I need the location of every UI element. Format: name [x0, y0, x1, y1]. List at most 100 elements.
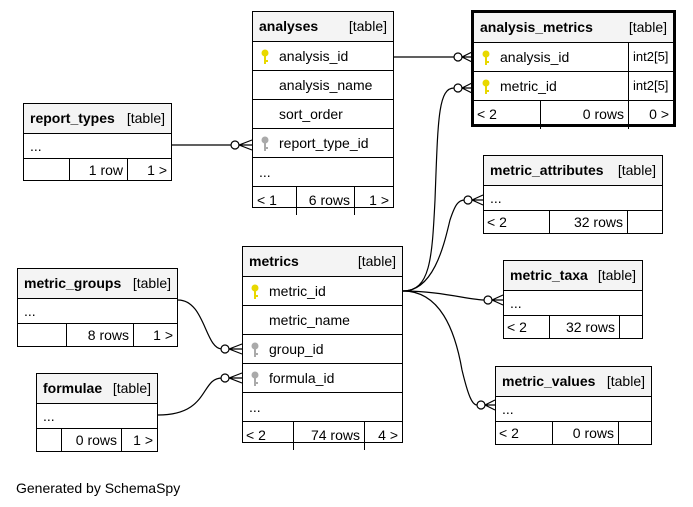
table-name: analysis_metrics — [480, 19, 593, 35]
table-analyses[interactable]: analyses [table] analysis_id analysis_na… — [252, 11, 394, 215]
table-footer: 8 rows 1 > — [18, 324, 177, 346]
table-formulae[interactable]: formulae [table] ... 0 rows 1 > — [36, 373, 158, 452]
edge-metrics-metric-taxa — [402, 290, 486, 301]
table-name: metric_groups — [24, 275, 122, 291]
more-columns: ... — [249, 399, 261, 415]
table-tag: [table] — [348, 18, 387, 34]
parents-count[interactable]: < 2 — [477, 106, 497, 122]
more-columns: ... — [43, 408, 55, 424]
table-name: formulae — [43, 380, 103, 396]
column-row[interactable]: analysis_id — [253, 42, 393, 71]
parents-count[interactable]: < 2 — [246, 427, 266, 443]
parents-count[interactable] — [24, 159, 69, 181]
table-footer: < 2 32 rows — [504, 316, 642, 338]
column-row[interactable]: analysis_name — [253, 71, 393, 100]
table-metric-values[interactable]: metric_values [table] ... < 2 0 rows — [495, 366, 652, 445]
foreign-key-icon — [261, 136, 269, 151]
table-metric-taxa[interactable]: metric_taxa [table] ... < 2 32 rows — [503, 260, 643, 339]
column-row[interactable]: metric_id int2[5] — [474, 72, 673, 101]
column-row: ... — [243, 393, 402, 422]
parents-count[interactable] — [37, 429, 61, 451]
edge-metrics-metric-attributes — [402, 199, 466, 292]
edge-metrics-metric-values — [402, 290, 478, 406]
more-columns: ... — [502, 401, 514, 417]
table-analysis-metrics[interactable]: analysis_metrics [table] analysis_id int… — [471, 10, 676, 129]
table-tag: [table] — [628, 19, 667, 35]
table-name: metric_attributes — [490, 162, 604, 178]
column-row[interactable]: group_id — [243, 335, 402, 364]
table-name: metrics — [249, 253, 299, 269]
column-row: ... — [504, 291, 642, 316]
table-footer: < 2 74 rows 4 > — [243, 422, 402, 450]
table-name: report_types — [30, 110, 115, 126]
edge-metric-groups-metrics — [177, 299, 223, 350]
column-row[interactable]: sort_order — [253, 100, 393, 129]
row-count: 0 rows — [552, 422, 618, 444]
column-row[interactable]: report_type_id — [253, 129, 393, 158]
children-count[interactable]: 1 > — [121, 429, 157, 451]
column-name: metric_id — [500, 78, 557, 94]
children-count[interactable]: 0 > — [628, 101, 673, 129]
children-count[interactable] — [619, 316, 642, 338]
column-row: ... — [24, 134, 171, 159]
table-header: formulae [table] — [37, 374, 157, 404]
parents-count[interactable]: < 2 — [507, 319, 527, 335]
more-columns: ... — [259, 164, 271, 180]
more-columns: ... — [490, 190, 502, 206]
table-footer: < 2 0 rows — [496, 422, 651, 444]
children-count[interactable] — [627, 211, 662, 233]
table-report-types[interactable]: report_types [table] ... 1 row 1 > — [23, 103, 172, 181]
table-metric-groups[interactable]: metric_groups [table] ... 8 rows 1 > — [17, 268, 178, 347]
column-row: ... — [37, 404, 157, 429]
row-count: 0 rows — [540, 101, 628, 129]
children-count[interactable]: 1 > — [354, 187, 393, 215]
table-tag: [table] — [357, 253, 396, 269]
table-tag: [table] — [606, 373, 645, 389]
more-columns: ... — [24, 303, 36, 319]
more-columns: ... — [510, 295, 522, 311]
row-count: 74 rows — [293, 422, 364, 450]
table-metric-attributes[interactable]: metric_attributes [table] ... < 2 32 row… — [483, 155, 663, 234]
table-tag: [table] — [597, 267, 636, 283]
parents-count[interactable]: < 2 — [487, 214, 507, 230]
parents-count[interactable]: < 1 — [257, 192, 277, 208]
row-count: 32 rows — [549, 316, 619, 338]
generator-credit: Generated by SchemaSpy — [16, 480, 181, 496]
foreign-key-icon — [251, 371, 259, 386]
children-count[interactable] — [618, 422, 651, 444]
table-header: metric_groups [table] — [18, 269, 177, 299]
primary-key-icon — [482, 50, 490, 65]
table-header: metrics [table] — [243, 247, 402, 277]
column-type: int2[5] — [628, 72, 673, 100]
column-name: analysis_id — [279, 48, 349, 64]
edge-metrics-analysis-metrics — [402, 87, 455, 292]
table-footer: < 2 32 rows — [484, 211, 662, 233]
row-count: 8 rows — [66, 324, 133, 346]
more-columns: ... — [30, 138, 42, 154]
column-name: group_id — [269, 341, 324, 357]
column-row[interactable]: metric_name — [243, 306, 402, 335]
children-count[interactable]: 4 > — [364, 422, 402, 450]
primary-key-icon — [251, 284, 259, 299]
table-metrics[interactable]: metrics [table] metric_id metric_name gr… — [242, 246, 403, 450]
column-row[interactable]: metric_id — [243, 277, 402, 306]
table-footer: < 1 6 rows 1 > — [253, 187, 393, 215]
children-count[interactable]: 1 > — [133, 324, 177, 346]
foreign-key-icon — [251, 342, 259, 357]
column-type: int2[5] — [628, 43, 673, 71]
table-header: analyses [table] — [253, 12, 393, 42]
table-footer: < 2 0 rows 0 > — [474, 101, 673, 129]
children-count[interactable]: 1 > — [127, 159, 171, 181]
table-tag: [table] — [126, 110, 165, 126]
primary-key-icon — [482, 79, 490, 94]
parents-count[interactable] — [18, 324, 66, 346]
row-count: 6 rows — [296, 187, 354, 215]
column-name: analysis_name — [279, 77, 373, 93]
column-row[interactable]: formula_id — [243, 364, 402, 393]
parents-count[interactable]: < 2 — [499, 425, 519, 441]
column-name: metric_name — [269, 312, 350, 328]
column-row[interactable]: analysis_id int2[5] — [474, 43, 673, 72]
table-header: metric_taxa [table] — [504, 261, 642, 291]
row-count: 1 row — [69, 159, 127, 181]
table-tag: [table] — [132, 275, 171, 291]
